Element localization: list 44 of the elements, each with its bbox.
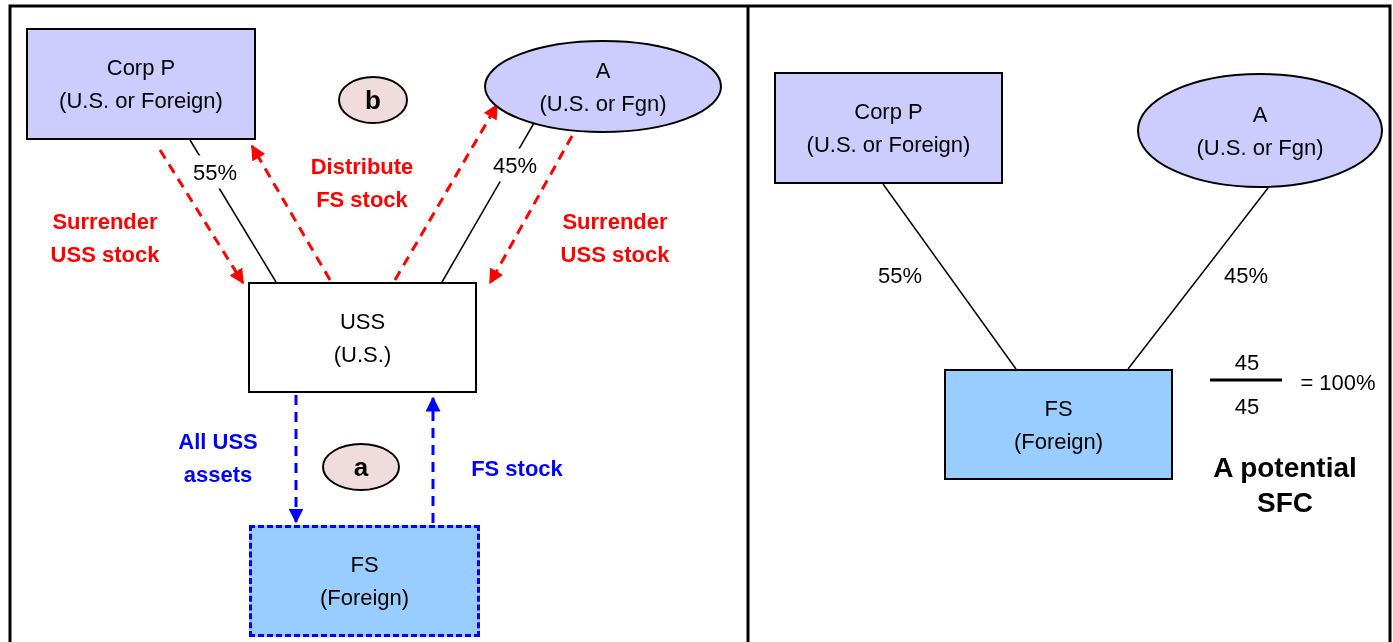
entity-text: (U.S. or Fgn) [539,89,667,118]
entity-text: (Foreign) [1013,427,1104,456]
entity-text: FS [350,551,379,579]
entity-text: A [595,56,611,85]
flow-label: Surrender USS stock [49,208,161,269]
entity-text: (Foreign) [319,584,410,612]
fraction-denominator: 45 [1234,392,1260,421]
entity-box [774,72,1003,184]
step-marker [338,76,408,124]
entity-box [248,282,477,393]
flow-label: Distribute FS stock [309,153,415,214]
flow-label: All USS assets [177,428,259,489]
transfer-arrow [288,395,304,524]
transfer-arrow [425,396,441,523]
transfer-arrow [158,149,245,285]
entity-text: (U.S. or Fgn) [1196,133,1324,162]
entity-ellipse [1137,73,1383,188]
entity-text: Corp P [106,54,176,82]
entity-text: (U.S. or Foreign) [806,131,971,159]
entity-text: FS [1044,394,1073,423]
entity-text: Corp P [854,98,923,126]
entity-box [26,28,256,140]
transfer-arrow [250,144,332,281]
percentage-label: 55% [192,155,238,189]
entity-box [249,525,480,637]
step-marker [322,443,400,491]
ownership-line [882,183,1017,370]
entity-ellipse [484,40,722,133]
entity-text: (U.S. or Foreign) [59,87,223,115]
entity-text: A [1252,100,1268,129]
flow-label: Surrender USS stock [559,208,671,269]
transfer-arrow [488,135,574,285]
entity-box [944,369,1173,480]
fraction-result: = 100% [1300,368,1376,397]
transfer-arrow [393,103,499,281]
percentage-label: 45% [492,148,538,182]
ownership-line [1127,187,1269,370]
step-letter: a [353,450,369,484]
step-letter: b [365,83,381,117]
entity-text: (U.S.) [333,340,392,369]
flow-label: FS stock [470,454,564,483]
entity-text: USS [339,307,386,336]
conclusion-note: A potential SFC [1212,451,1358,520]
fraction-numerator: 45 [1234,348,1260,377]
